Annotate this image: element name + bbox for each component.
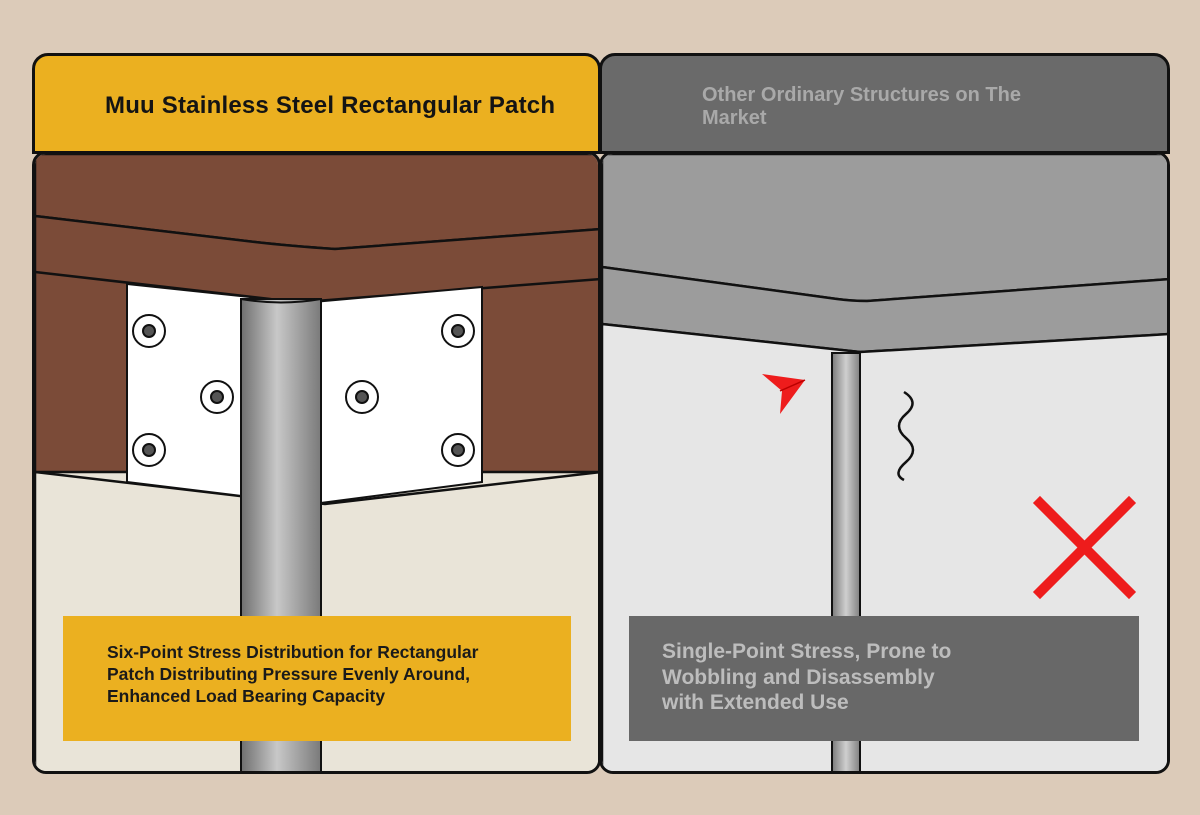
wobble-icon xyxy=(897,390,915,482)
left-header-title: Muu Stainless Steel Rectangular Patch xyxy=(105,92,556,119)
left-caption: Six-Point Stress Distribution for Rectan… xyxy=(63,616,571,741)
right-header: Other Ordinary Structures on The Market xyxy=(599,53,1170,154)
right-illustration-panel: Single-Point Stress, Prone to Wobbling a… xyxy=(599,151,1170,774)
screw-icons xyxy=(132,314,475,467)
right-caption-line: with Extended Use xyxy=(662,691,849,714)
left-header: Muu Stainless Steel Rectangular Patch xyxy=(32,53,601,154)
left-illustration-panel: Six-Point Stress Distribution for Rectan… xyxy=(32,151,601,774)
red-cross-icon xyxy=(1032,495,1137,600)
right-title-line: Other Ordinary Structures on The xyxy=(702,84,1021,106)
right-header-title: Other Ordinary Structures on The Market xyxy=(702,84,1062,130)
left-caption-line: Enhanced Load Bearing Capacity xyxy=(107,686,386,706)
right-caption-line: Wobbling and Disassembly xyxy=(662,665,935,689)
right-title-line: Market xyxy=(702,107,767,129)
left-caption-line: Six-Point Stress Distribution for Rectan… xyxy=(107,642,479,662)
right-caption: Single-Point Stress, Prone to Wobbling a… xyxy=(629,616,1139,741)
left-caption-line: Patch Distributing Pressure Evenly Aroun… xyxy=(107,664,471,684)
right-caption-line: Single-Point Stress, Prone to xyxy=(662,640,952,663)
